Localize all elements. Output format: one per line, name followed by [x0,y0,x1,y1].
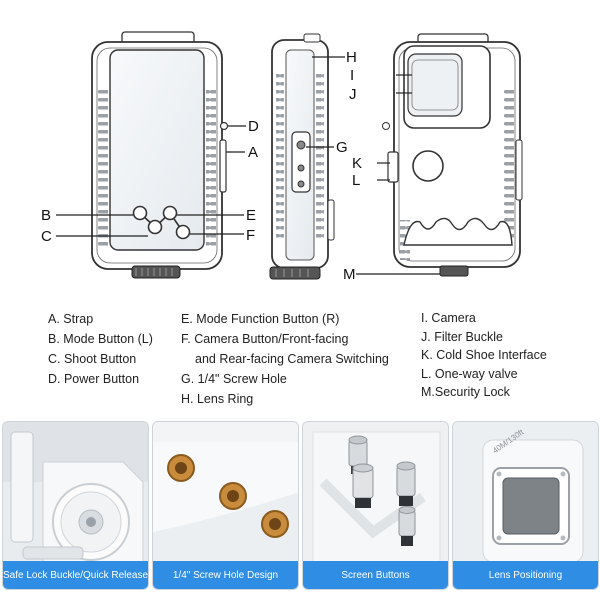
screen-buttons [132,205,191,240]
photo-lens-positioning: 40M/130ft Lens Positioning [452,421,599,590]
legend-item: H. Lens Ring [181,392,254,406]
callout-C: C [41,228,52,245]
callout-H: H [346,49,357,66]
legend-item: L. One-way valve [421,366,518,381]
callout-B: B [41,207,52,224]
callout-I: I [350,67,355,84]
legend-item: D. Power Button [48,372,140,386]
legend-item: A. Strap [48,312,94,326]
photo-caption: Safe Lock Buckle/Quick Release [3,561,148,589]
photo-caption: Screen Buttons [303,561,448,589]
photo-caption: 1/4" Screw Hole Design [153,561,298,589]
photo-screw-hole: 1/4" Screw Hole Design [152,421,299,590]
legend-item: M.Security Lock [421,385,510,399]
legend-item: and Rear-facing Camera Switching [195,352,389,366]
legend-item: E. Mode Function Button (R) [181,312,340,326]
callout-G: G [336,139,348,156]
photo-caption: Lens Positioning [453,561,598,589]
callout-E: E [246,207,257,224]
back-view [382,33,523,277]
legend-item: J. Filter Buckle [421,329,503,344]
callout-F: F [246,227,256,244]
callout-J: J [349,86,357,103]
photo-screen-buttons: Screen Buttons [302,421,449,590]
legend-item: F. Camera Button/Front-facing [181,332,349,346]
housing-diagram [56,31,523,280]
callout-M: M [343,266,356,283]
photo-safe-lock-buckle: Safe Lock Buckle/Quick Release [2,421,149,590]
legend-column-1: A. Strap B. Mode Button (L) C. Shoot But… [48,309,153,389]
side-view [269,33,335,280]
legend-item: I. Camera [421,311,476,325]
leader-lines [56,56,440,275]
callout-K: K [352,155,363,172]
legend-item: G. 1/4" Screw Hole [181,372,287,386]
legend-item: B. Mode Button (L) [48,332,153,346]
callout-A: A [248,144,259,161]
legend-column-2: E. Mode Function Button (R) F. Camera Bu… [181,309,389,409]
legend-item: K. Cold Shoe Interface [421,348,547,362]
callout-L: L [352,172,361,189]
legend-column-3: I. Camera J. Filter Buckle K. Cold Shoe … [421,309,547,402]
legend-item: C. Shoot Button [48,352,137,366]
callout-D: D [248,118,259,135]
front-view [91,31,229,279]
